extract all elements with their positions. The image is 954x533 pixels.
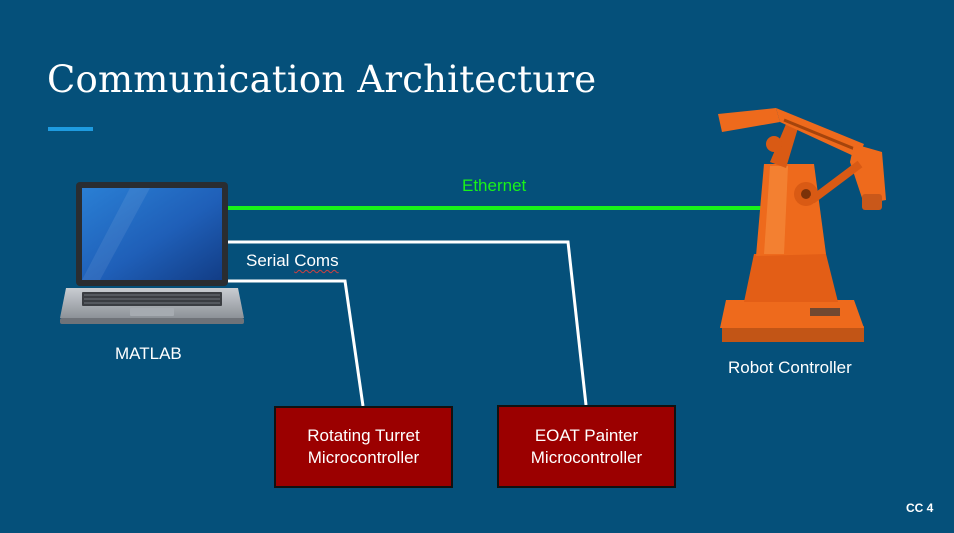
turret-line2: Microcontroller	[307, 448, 420, 467]
rotating-turret-box: Rotating Turret Microcontroller	[274, 406, 453, 488]
painter-line2: Microcontroller	[530, 447, 643, 467]
turret-line1: Rotating Turret	[307, 426, 420, 445]
ethernet-label: Ethernet	[462, 176, 527, 195]
serial-label-word1: Serial	[246, 251, 290, 270]
matlab-label: MATLAB	[115, 344, 182, 363]
title-underline	[48, 127, 93, 131]
serial-label-word2: Coms	[294, 251, 339, 270]
painter-line1: EOAT Painter	[534, 425, 639, 445]
laptop-icon	[60, 182, 244, 324]
industrial-robot-arm-icon	[718, 108, 886, 342]
page-title: Communication Architecture	[47, 58, 597, 101]
eoat-painter-box: EOAT Painter Microcontroller	[497, 405, 676, 488]
page-number: CC 4	[906, 501, 934, 515]
serial-coms-label: Serial Coms	[246, 251, 339, 271]
serial-line-painter	[226, 240, 588, 406]
robot-controller-label: Robot Controller	[728, 358, 852, 377]
serial-line-turret	[226, 279, 365, 407]
